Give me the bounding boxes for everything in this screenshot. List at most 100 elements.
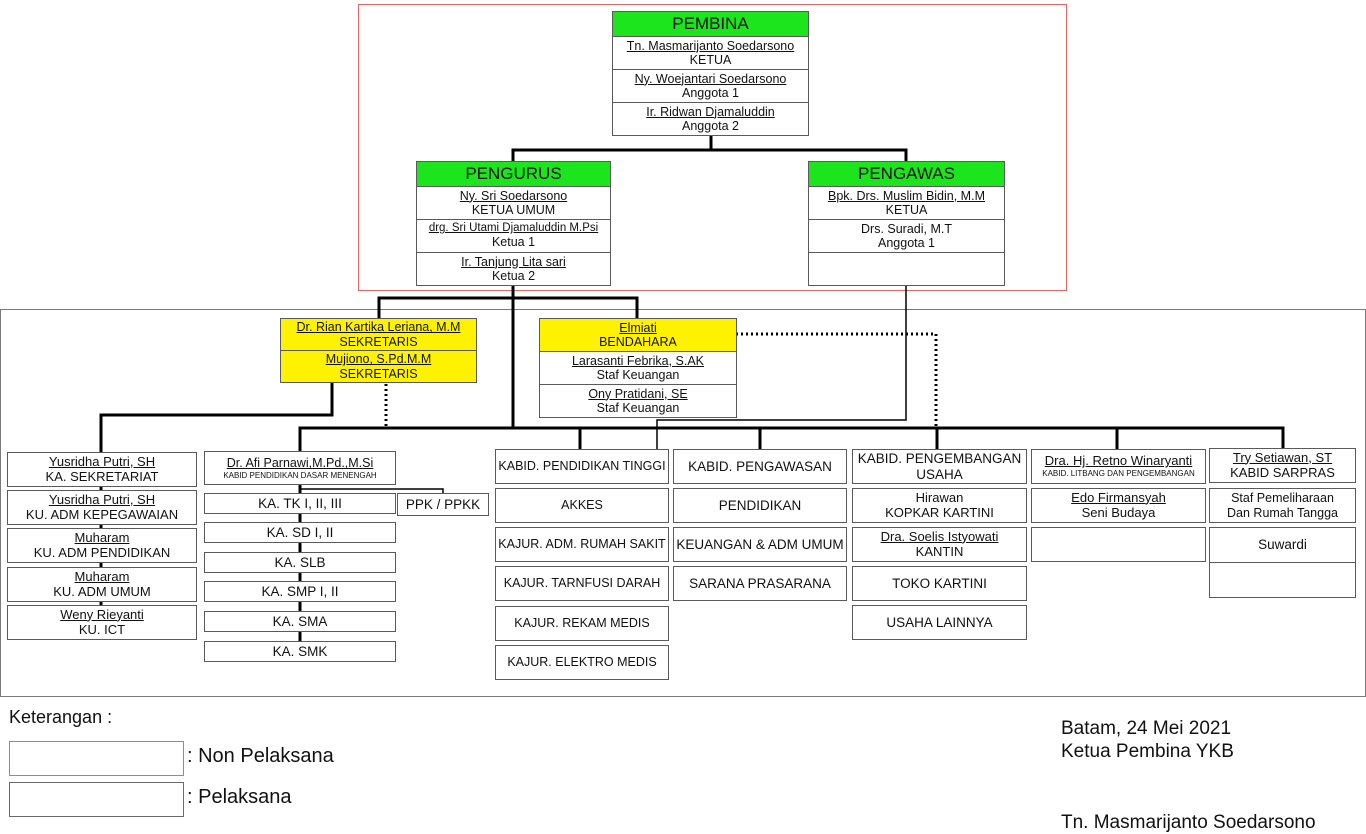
signature-position: Ketua Pembina YKB xyxy=(1061,741,1234,762)
dikdasmen-head: Dr. Afi Parnawi,M.Pd.,M.Si KABID PENDIDI… xyxy=(204,451,396,485)
unit-line: Dan Rumah Tangga xyxy=(1227,505,1338,520)
member-role: Seni Budaya xyxy=(1081,504,1156,520)
sekretaris-member: Dr. Rian Kartika Leriana, M.M SEKRETARIS xyxy=(281,319,476,350)
pembina-member: Ny. Woejantari Soedarsono Anggota 1 xyxy=(613,69,808,102)
sarpras-staff-cell xyxy=(1210,562,1355,597)
member-name: Larasanti Febrika, S.AK xyxy=(571,353,704,368)
ppk-label: PPK / PPKK xyxy=(405,496,481,512)
member-role: KANTIN xyxy=(915,543,964,559)
signature-place-date: Batam, 24 Mei 2021 xyxy=(1061,718,1232,739)
member-role: KABID SARPRAS xyxy=(1230,464,1335,480)
member-role: KETUA UMUM xyxy=(471,203,556,217)
pengawasan-unit-box-cell: KEUANGAN & ADM UMUM xyxy=(676,536,844,552)
legend-label-pelaksana: : Pelaksana xyxy=(187,786,292,808)
dikdasmen-unit-box-cell: KA. SMP I, II xyxy=(261,583,339,599)
pembina-box: PEMBINA Tn. Masmarijanto Soedarsono KETU… xyxy=(612,11,809,136)
bendahara-box: Elmiati BENDAHARA Larasanti Febrika, S.A… xyxy=(539,318,737,418)
legend-title: Keterangan : xyxy=(9,707,113,727)
member-role: KABID PENDIDIKAN DASAR MENENGAH xyxy=(223,470,377,480)
dikdasmen-head-cell: Dr. Afi Parnawi,M.Pd.,M.Si KABID PENDIDI… xyxy=(205,452,395,484)
member-name: Elmiati xyxy=(619,320,657,335)
pengurus-box: PENGURUS Ny. Sri Soedarsono KETUA UMUM d… xyxy=(416,161,611,286)
head-line: KABID. PENGEMBANGAN xyxy=(857,450,1022,466)
pengawasan-unit-box-cell: SARANA PRASARANA xyxy=(689,575,831,591)
pengawas-member: Bpk. Drs. Muslim Bidin, M.M KETUA xyxy=(809,186,1004,219)
member-role: KABID. LITBANG DAN PENGEMBANGAN xyxy=(1042,469,1195,479)
pengawas-header: PENGAWAS xyxy=(809,162,1004,186)
dikti-unit-box-cell: AKKES xyxy=(561,498,603,513)
litbang-unit-box xyxy=(1031,527,1206,562)
dikdasmen-unit-box-cell: KA. SLB xyxy=(274,554,326,570)
member-role: KETUA xyxy=(885,203,928,217)
dikdasmen-unit-box: KA. SLB xyxy=(204,552,396,573)
member-name: Dr. Afi Parnawi,M.Pd.,M.Si xyxy=(226,456,374,471)
pengawasan-unit-box: SARANA PRASARANA xyxy=(673,566,847,601)
pengurus-member: Ir. Tanjung Lita sari Ketua 2 xyxy=(417,252,610,285)
member-name: Yusridha Putri, SH xyxy=(48,453,156,469)
member-role: Ketua 2 xyxy=(491,269,536,283)
unit-line: Staf Pemeliharaan xyxy=(1231,491,1334,506)
member-role: SEKRETARIS xyxy=(339,334,418,349)
pengawasan-unit-box: PENDIDIKAN xyxy=(673,488,847,523)
member-role: KU. ADM PENDIDIKAN xyxy=(33,544,171,560)
pembina-member: Ir. Ridwan Djamaluddin Anggota 2 xyxy=(613,102,808,135)
dikti-unit-box-cell: KAJUR. ADM. RUMAH SAKIT xyxy=(498,537,666,552)
bendahara-head: Elmiati BENDAHARA xyxy=(540,319,736,351)
pengawas-member-empty xyxy=(809,252,1004,285)
member-name: Ony Pratidani, SE xyxy=(588,386,688,401)
pengurus-member: Ny. Sri Soedarsono KETUA UMUM xyxy=(417,186,610,219)
dikdasmen-unit-box: KA. TK I, II, III xyxy=(204,493,396,514)
member-role: SEKRETARIS xyxy=(339,366,418,381)
sekretaris-member: Mujiono, S.Pd.M.M SEKRETARIS xyxy=(281,350,476,382)
bendahara-member: Ony Pratidani, SE Staf Keuangan xyxy=(540,384,736,417)
member-role: Staf Keuangan xyxy=(596,368,680,382)
ppk-box: PPK / PPKK xyxy=(397,493,489,516)
sarpras-staff-cell: Suwardi xyxy=(1210,528,1355,562)
pengawasan-unit-box-cell: PENDIDIKAN xyxy=(718,497,802,513)
dikdasmen-unit-box-cell: KA. SMK xyxy=(272,643,328,659)
member-role: Staf Keuangan xyxy=(596,401,680,415)
pengurus-header: PENGURUS xyxy=(417,162,610,186)
pembina-member: Tn. Masmarijanto Soedarsono KETUA xyxy=(613,36,808,69)
head-line: USAHA xyxy=(916,466,963,482)
pengawas-box: PENGAWAS Bpk. Drs. Muslim Bidin, M.M KET… xyxy=(808,161,1005,286)
unit-label: TOKO KARTINI xyxy=(892,575,987,591)
pengawasan-unit-box: KEUANGAN & ADM UMUM xyxy=(673,527,847,562)
member-name: Try Setiawan, ST xyxy=(1232,449,1333,465)
member-name: Dra. Soelis Istyowati xyxy=(880,528,999,544)
dikdasmen-unit-box: KA. SMK xyxy=(204,641,396,662)
staff-name: Suwardi xyxy=(1258,537,1307,553)
member-name: Dra. Hj. Retno Winaryanti xyxy=(1044,453,1193,469)
dikti-unit-box-cell: KAJUR. ELEKTRO MEDIS xyxy=(507,655,657,670)
pengawas-member: Drs. Suradi, M.T Anggota 1 xyxy=(809,219,1004,252)
pengawasan-head-box: KABID. PENGAWASAN xyxy=(673,449,847,484)
dikti-head-box-cell: KABID. PENDIDIKAN TINGGI xyxy=(498,459,666,474)
member-name: Ir. Tanjung Lita sari xyxy=(461,254,566,269)
member-role: Anggota 2 xyxy=(682,119,739,133)
member-name: Weny Rieyanti xyxy=(60,606,144,622)
member-name: Ir. Ridwan Djamaluddin xyxy=(646,104,775,119)
member-role: KETUA xyxy=(689,53,732,67)
legend-swatch-non-pelaksana xyxy=(9,741,184,776)
dikti-unit-box-cell: KAJUR. REKAM MEDIS xyxy=(514,616,650,631)
usaha-unit-box: USAHA LAINNYA xyxy=(852,605,1027,640)
member-role: KU. ICT xyxy=(78,621,126,637)
usaha-unit-box-cell: USAHA LAINNYA xyxy=(853,606,1026,639)
dikdasmen-unit-box-cell: KA. SMA xyxy=(272,613,328,629)
member-role: Ketua 1 xyxy=(491,235,536,250)
member-name: Yusridha Putri, SH xyxy=(48,491,156,507)
